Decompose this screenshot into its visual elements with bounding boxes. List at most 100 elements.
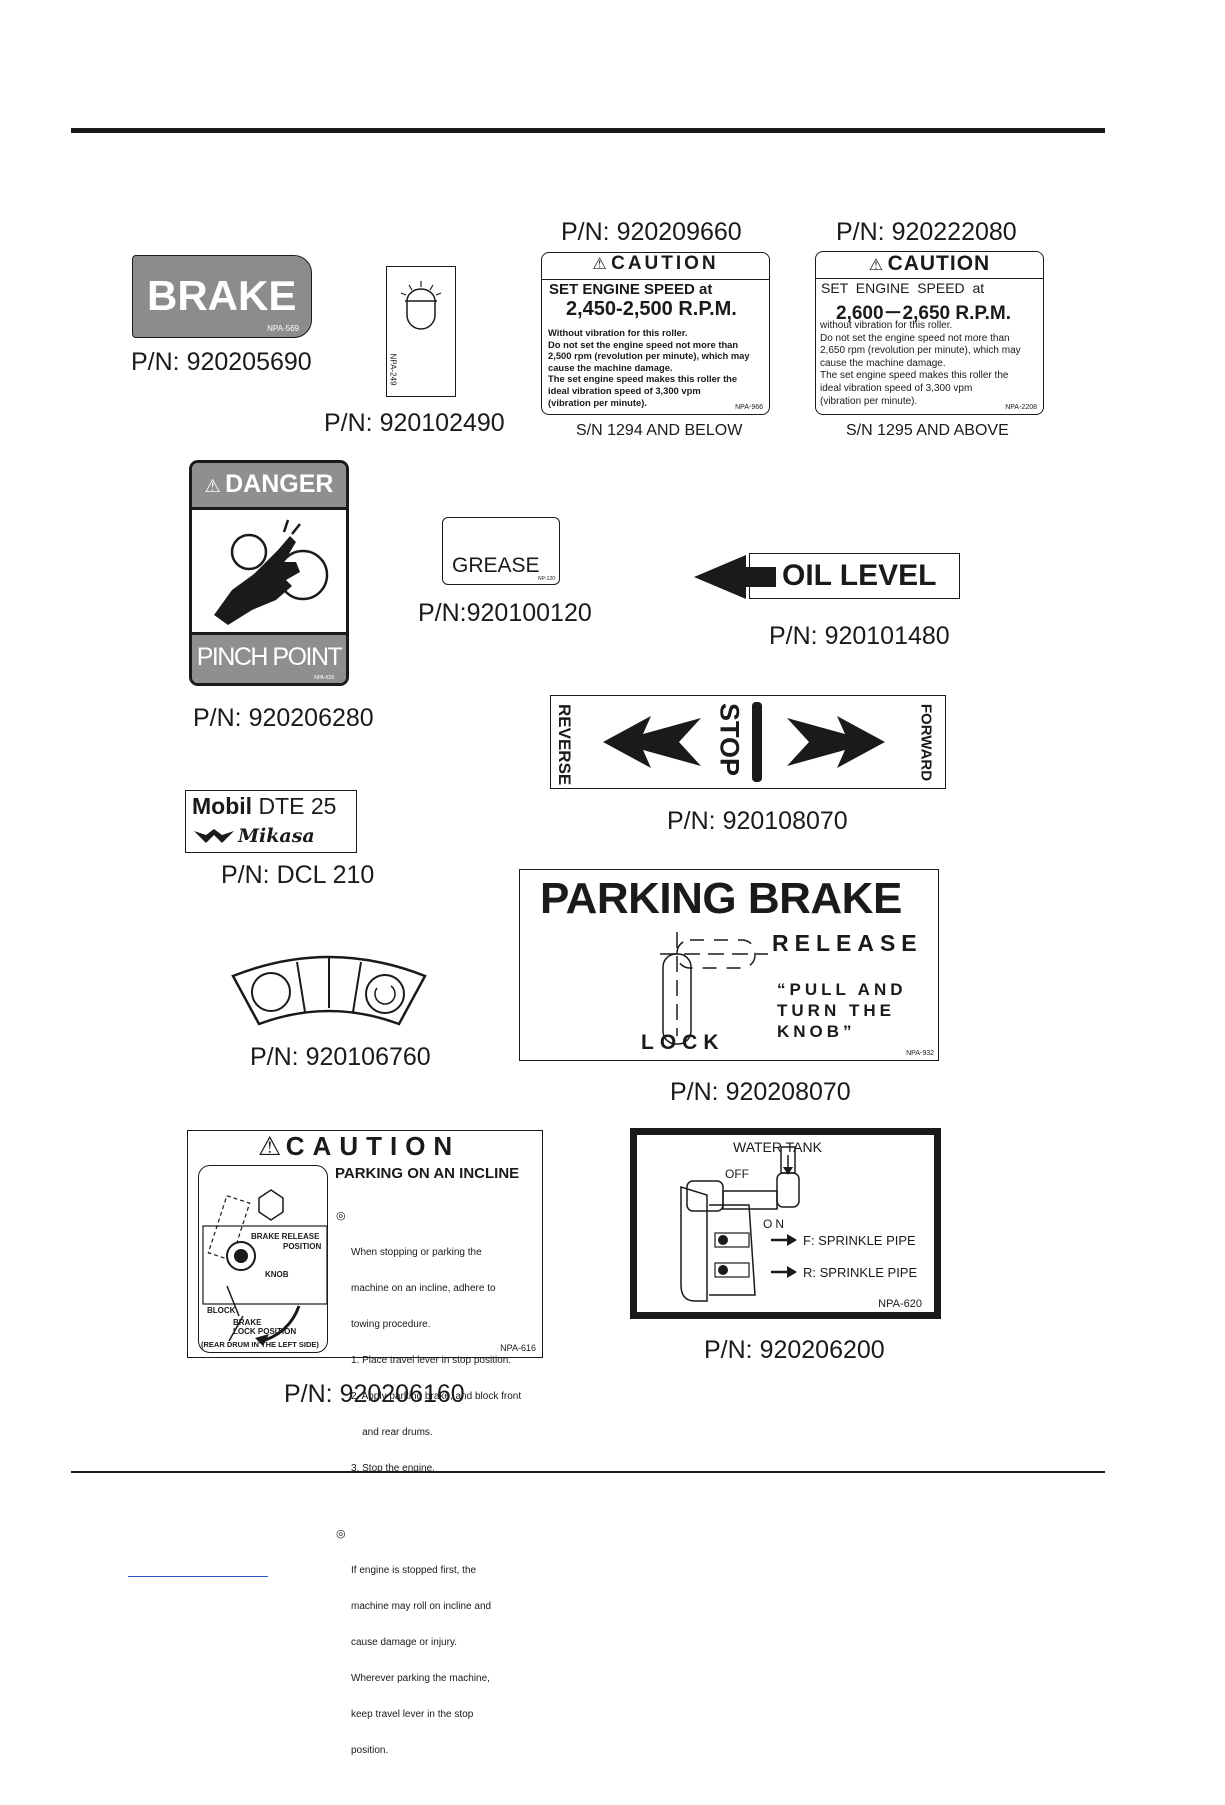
- pinch-hand-icon: [214, 519, 329, 625]
- parking-lock-text: LOCK: [641, 1031, 725, 1054]
- danger-bottom-text: PINCH POINT: [196, 643, 343, 671]
- oil-level-arrow-icon: [694, 555, 776, 599]
- caution2-code: NPA-2208: [1005, 404, 1037, 411]
- mobil-label: Mobil DTE 25 Mikasa: [185, 790, 357, 853]
- danger-part-number: P/N: 920206280: [193, 704, 374, 732]
- incline-p2-line: cause damage or injury.: [351, 1637, 457, 1648]
- parking-instr-line3: KNOB”: [777, 1022, 856, 1041]
- brake-lever-diagram: [202, 1189, 327, 1346]
- caution2-title: CAUTION: [887, 252, 991, 275]
- caution2-speed: 2,600－2,650 R.P.M.: [836, 303, 1011, 324]
- oil-level-part-number: P/N: 920101480: [769, 622, 950, 650]
- caution1-line1: SET ENGINE SPEED at: [549, 281, 713, 298]
- grease-label: GREASE NP-120: [442, 517, 560, 585]
- danger-header: ⚠ DANGER: [192, 463, 346, 510]
- incline-p2-line: machine may roll on incline and: [351, 1601, 492, 1612]
- danger-code: NPA-628: [314, 675, 334, 681]
- lamp-part-number: P/N: 920102490: [324, 409, 505, 437]
- incline-diag-block: BLOCK: [207, 1306, 236, 1315]
- parking-brake-title: PARKING BRAKE: [540, 874, 902, 923]
- lamp-label: NPA-249: [386, 266, 456, 397]
- mikasa-wordmark: Mikasa: [238, 825, 315, 847]
- mobil-part-number: P/N: DCL 210: [221, 861, 375, 889]
- caution2-body: without vibration for this roller. Do no…: [820, 320, 1021, 408]
- water-tank-rear: R: SPRINKLE PIPE: [803, 1265, 918, 1280]
- incline-p2-line: If engine is stopped first, the: [351, 1565, 477, 1576]
- caution2-body-line: cause the machine damage.: [820, 357, 946, 369]
- footer-link-underline: [128, 1576, 268, 1577]
- direction-stop-text: STOP: [714, 702, 745, 777]
- parking-brake-code: NPA-932: [906, 1050, 934, 1057]
- caution2-body-line: (vibration per minute).: [820, 395, 918, 407]
- caution1-body-line: Without vibration for this roller.: [548, 327, 688, 338]
- water-tank-off: OFF: [725, 1167, 749, 1181]
- incline-p2: ◎ If engine is stopped first, the machin…: [336, 1528, 521, 1781]
- brake-label-text: BRAKE: [147, 272, 297, 319]
- direction-label: REVERSE STOP FORWARD: [550, 695, 946, 789]
- parking-brake-label: PARKING BRAKE RELEASE “PULL AND TURN THE…: [519, 869, 939, 1061]
- mobil-product: DTE 25: [258, 793, 337, 819]
- water-tank-front: F: SPRINKLE PIPE: [803, 1233, 916, 1248]
- water-tank-label: WATER TANK OFF ON F: SPRINKLE PIPE R: SP…: [630, 1128, 941, 1319]
- incline-diag-side: (REAR DRUM IN THE LEFT SIDE): [201, 1340, 319, 1349]
- incline-diag-lock: LOCK POSITION: [233, 1327, 297, 1336]
- incline-diag-knob: KNOB: [265, 1270, 289, 1279]
- brake-part-number: P/N: 920205690: [131, 348, 312, 376]
- grease-label-code: NP-120: [538, 576, 555, 582]
- caution1-title: CAUTION: [611, 253, 719, 274]
- caution1-body-line: ideal vibration speed of 3,300 vpm: [548, 384, 701, 396]
- brake-label: BRAKE NPA-569: [132, 255, 312, 338]
- incline-part-number: P/N: 920206160: [284, 1380, 465, 1408]
- water-tank-part-number: P/N: 920206200: [704, 1336, 885, 1364]
- caution2-serial: S/N 1295 AND ABOVE: [846, 422, 1009, 439]
- incline-p1-line: When stopping or parking the: [351, 1247, 482, 1258]
- incline-p2-line: position.: [351, 1745, 389, 1756]
- bottom-rule: [71, 1471, 1105, 1473]
- mikasa-logo-icon: [194, 829, 234, 843]
- caution2-header: ⚠ CAUTION: [816, 252, 1043, 279]
- caution2-body-line: The set engine speed makes this roller t…: [820, 370, 1009, 382]
- incline-p2-line: Wherever parking the machine,: [351, 1673, 490, 1684]
- incline-subtitle: PARKING ON AN INCLINE: [335, 1165, 520, 1182]
- caution1-part-number: P/N: 920209660: [561, 218, 742, 246]
- caution1-speed: 2,450-2,500 R.P.M.: [566, 298, 737, 320]
- incline-diag-position: POSITION: [283, 1242, 322, 1251]
- lamp-label-code: NPA-249: [388, 353, 398, 386]
- incline-step: 2. Apply parking brake, and block front: [351, 1391, 522, 1402]
- warning-triangle-icon: ⚠: [868, 257, 884, 274]
- incline-step: 1. Place travel lever in stop position.: [351, 1355, 512, 1366]
- bullet-icon: ◎: [336, 1210, 346, 1222]
- knob-position-diagram: [660, 932, 768, 1045]
- gauge-part-number: P/N: 920106760: [250, 1043, 431, 1071]
- direction-forward-text: FORWARD: [917, 703, 935, 782]
- incline-step: and rear drums.: [351, 1427, 433, 1438]
- caution2-body-line: Do not set the engine speed not more tha…: [820, 332, 1010, 344]
- direction-arrows-icon: [603, 702, 885, 782]
- water-tank-title: WATER TANK: [733, 1139, 822, 1155]
- brake-label-code: NPA-569: [267, 324, 299, 333]
- mobil-line: Mobil DTE 25: [192, 793, 336, 820]
- incline-title: CAUTION: [285, 1131, 461, 1161]
- mobil-brand: Mobil: [192, 793, 253, 819]
- parking-release-text: RELEASE: [772, 930, 923, 956]
- danger-footer: PINCH POINT: [192, 632, 346, 683]
- parking-instr-line2: TURN THE: [777, 1001, 895, 1020]
- caution1-label: ⚠ CAUTION SET ENGINE SPEED at 2,450-2,50…: [541, 252, 770, 415]
- caution1-body-line: Do not set the engine speed not more tha…: [548, 338, 739, 350]
- warning-triangle-icon: ⚠: [258, 1131, 282, 1161]
- caution1-body-line: cause the machine damage.: [548, 361, 673, 373]
- incline-step: 3. Stop the engine.: [351, 1463, 435, 1474]
- caution2-body-line: 2,650 rpm (revolution per minute), which…: [820, 345, 1021, 357]
- lamp-icon: [400, 281, 442, 330]
- caution1-body-line: (vibration per minute).: [548, 396, 647, 408]
- caution1-body-line: The set engine speed makes this roller t…: [548, 373, 738, 385]
- direction-part-number: P/N: 920108070: [667, 807, 848, 835]
- danger-title: DANGER: [225, 470, 334, 498]
- incline-text: ◎ When stopping or parking the machine o…: [336, 1187, 521, 1805]
- incline-p1-line: towing procedure.: [351, 1319, 431, 1330]
- grease-part-number: P/N:920100120: [418, 599, 592, 627]
- caution2-label: ⚠ CAUTION SET ENGINE SPEED at 2,600－2,65…: [815, 251, 1044, 415]
- incline-diagram: BRAKE RELEASE POSITION KNOB BLOCK BRAKE …: [198, 1165, 328, 1353]
- caution1-header: ⚠ CAUTION: [542, 253, 769, 280]
- parking-brake-part-number: P/N: 920208070: [670, 1078, 851, 1106]
